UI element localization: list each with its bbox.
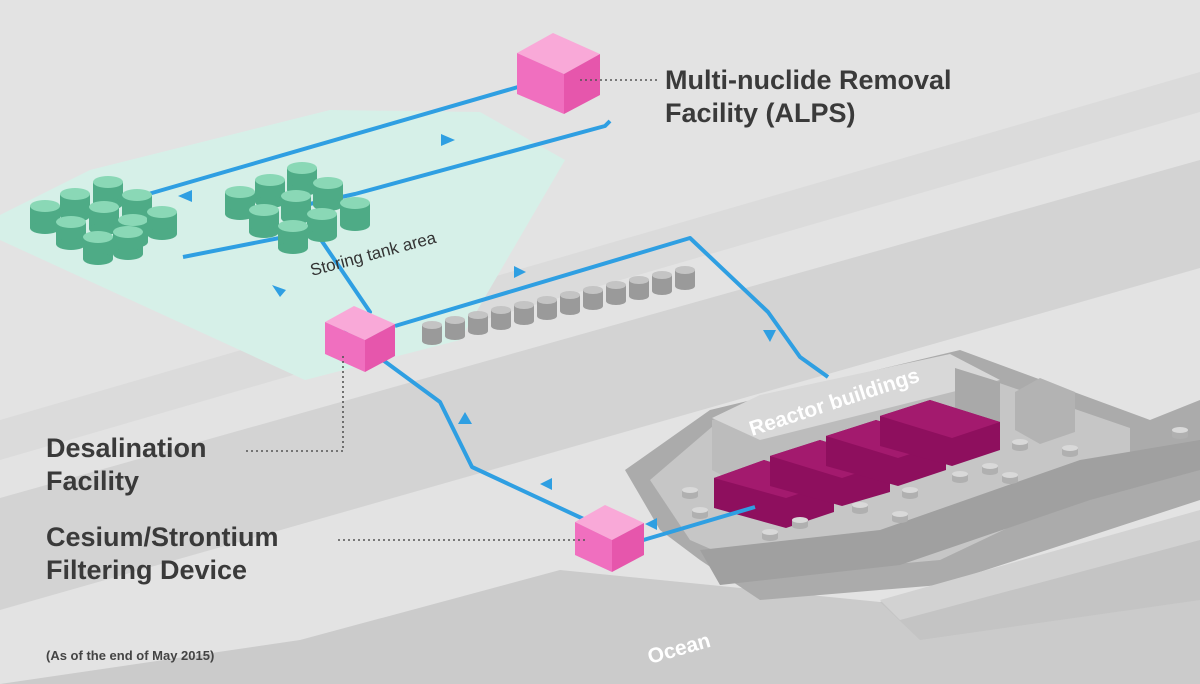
alps-label-line2: Facility (ALPS) [665,98,856,128]
alps-box [517,33,600,114]
reactor-cores [714,400,1000,528]
road-band [0,160,1200,610]
reactor-site-edge [700,440,1200,585]
desalination-label-line2: Facility [46,466,140,496]
arrow-right [514,266,526,278]
alps-label-line1: Multi-nuclide Removal [665,65,952,95]
arrow-left-upper [540,478,552,490]
auxiliary-building [1015,378,1075,444]
cesium-box [575,505,644,572]
footnote: (As of the end of May 2015) [46,648,215,663]
arrow-left-lower [645,518,657,530]
cesium-label-line1: Cesium/Strontium [46,522,279,552]
arrow-down [763,330,776,342]
arrow-up [458,412,472,424]
arrow-to-alps [441,134,455,146]
piping [144,83,830,543]
flow-arrows [178,134,776,530]
cesium-label-line2: Filtering Device [46,555,248,585]
arrow-to-tanks [178,190,192,202]
reactor-buildings-roof [712,354,1000,440]
ocean-area [0,560,1200,684]
desalination-label: Desalination Facility [46,432,207,498]
desalination-label-line1: Desalination [46,433,207,463]
arrow-up-left [272,285,286,297]
desalination-box [325,306,395,372]
leader-lines [245,79,660,541]
alps-label: Multi-nuclide Removal Facility (ALPS) [665,64,952,130]
cesium-label: Cesium/Strontium Filtering Device [46,521,279,587]
breakwater [880,510,1200,620]
